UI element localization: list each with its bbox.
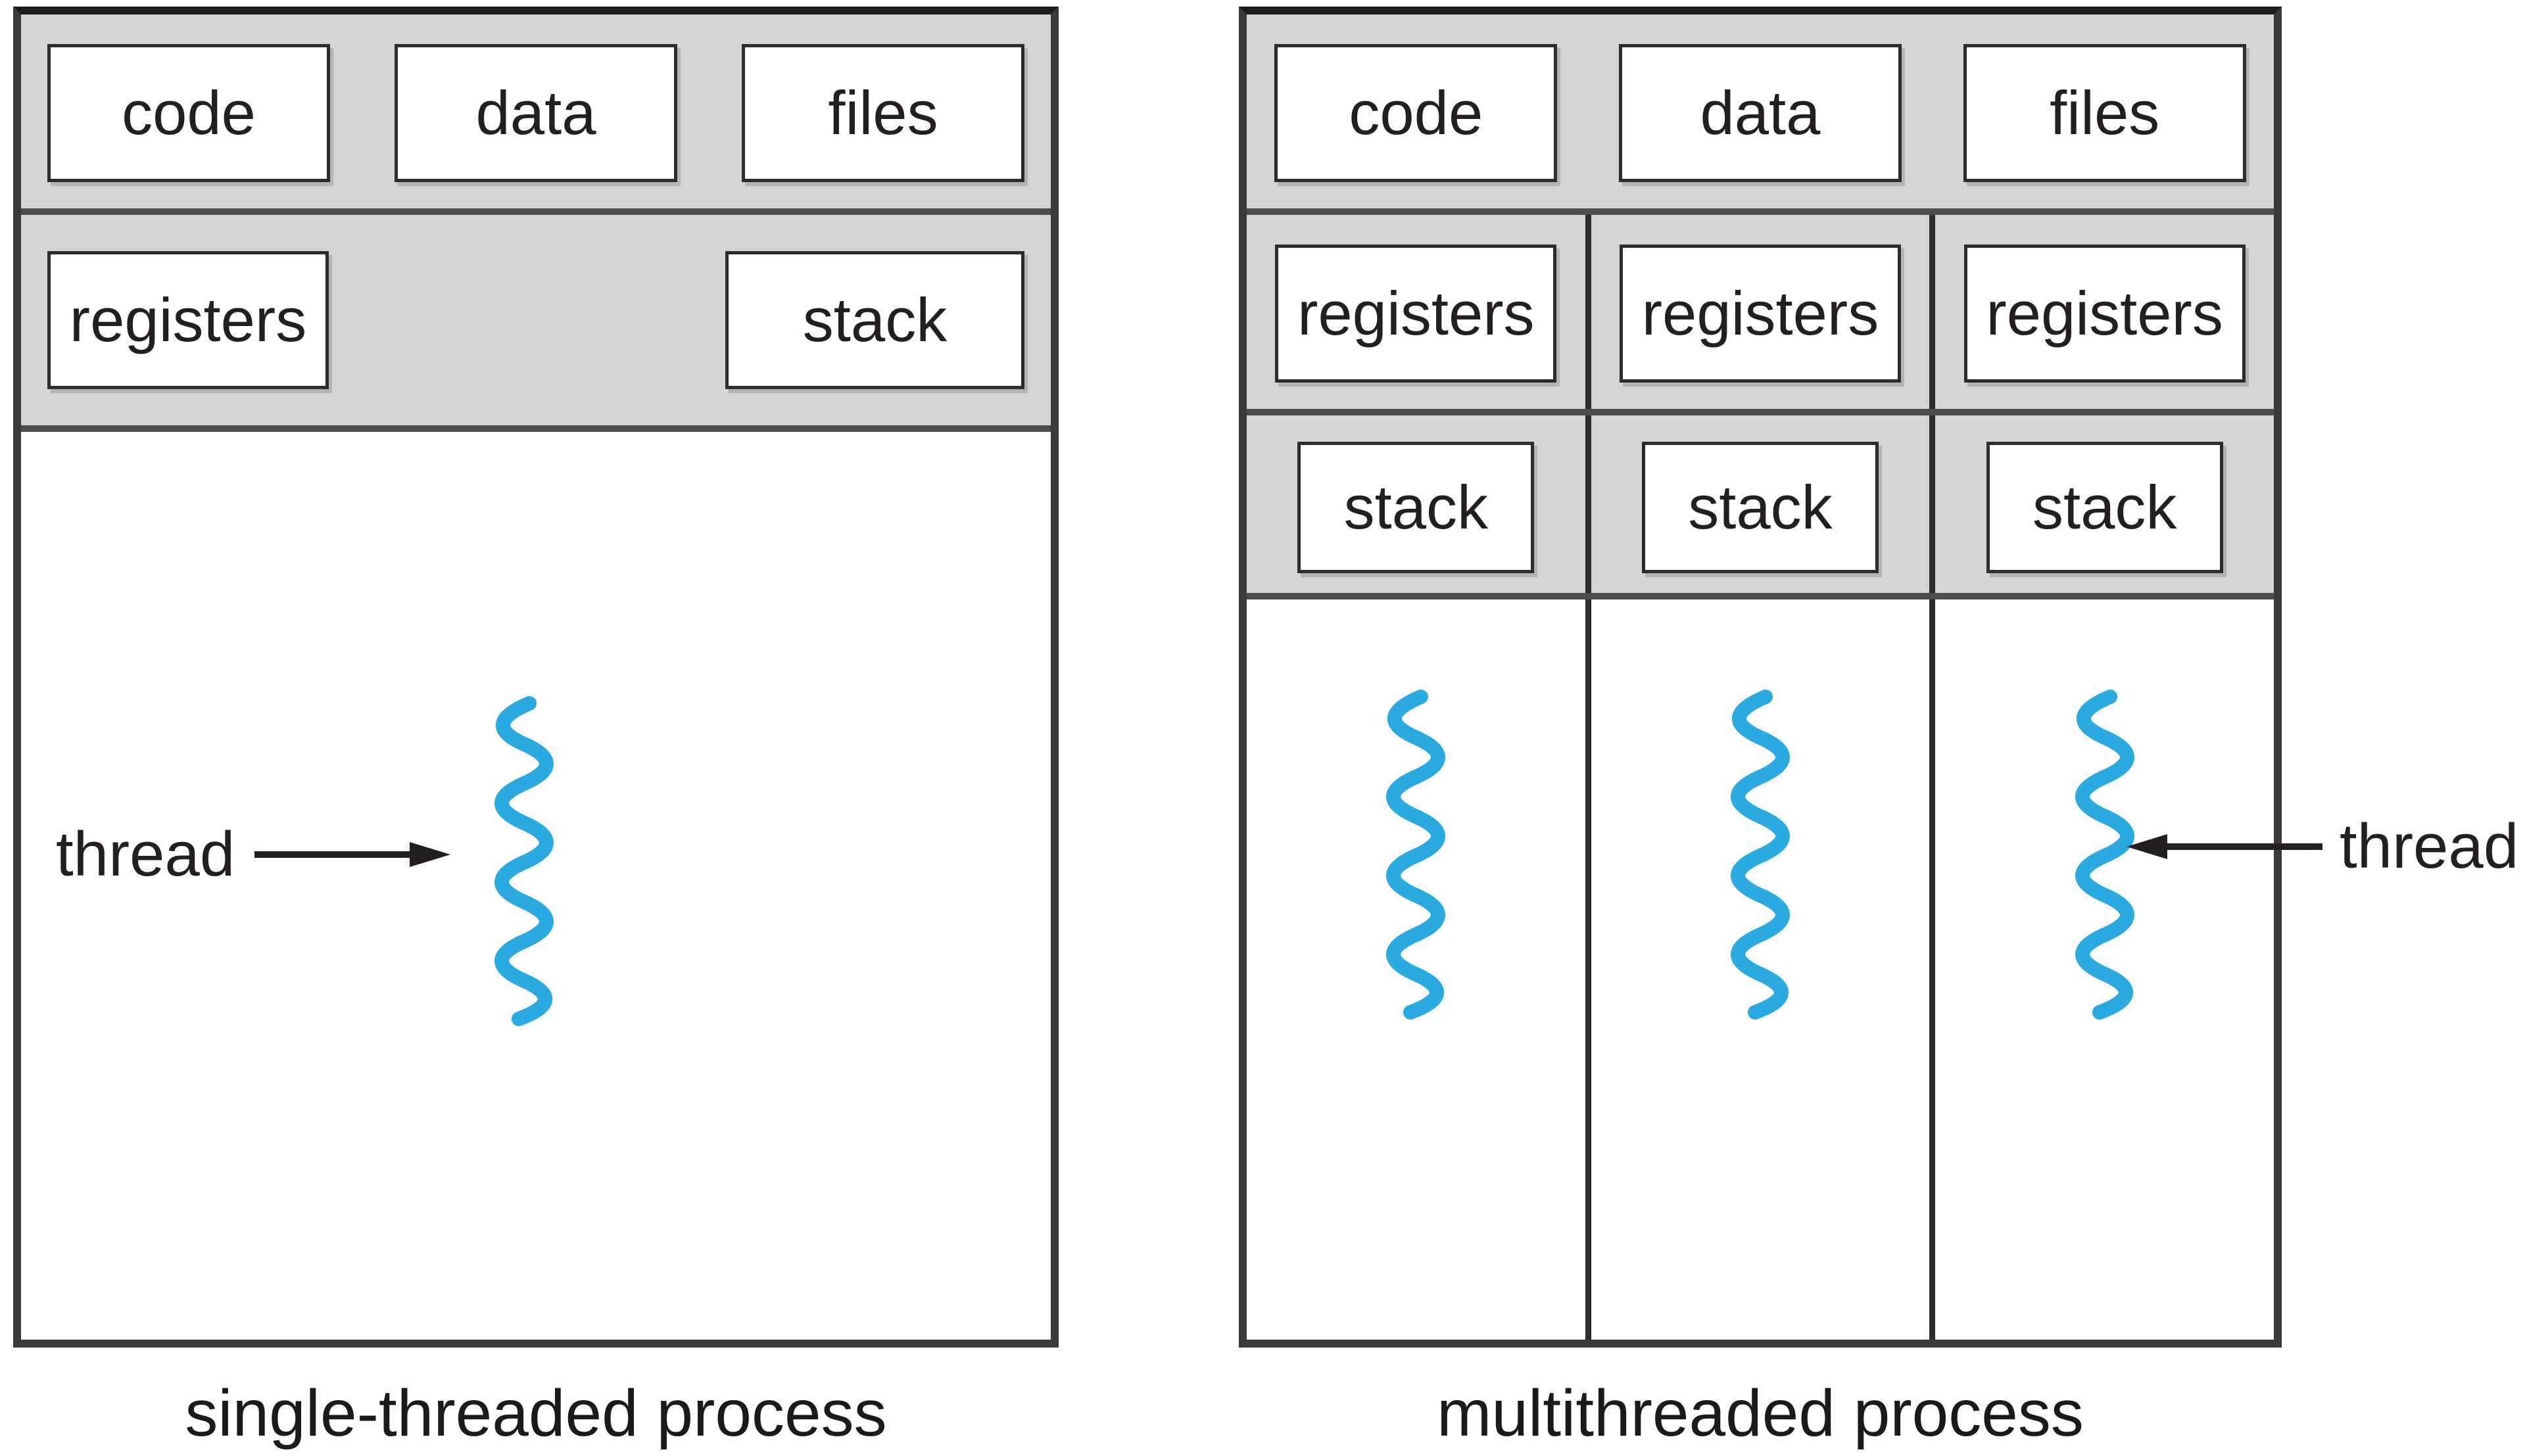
registers-box-label: registers — [1641, 279, 1879, 348]
code-box-label: code — [122, 78, 256, 147]
thread-squiggle-icon — [1731, 690, 1790, 1020]
thread-squiggle-icon — [1386, 690, 1446, 1020]
process-resources-band: code data files — [21, 14, 1051, 212]
stack-box-label: stack — [1343, 473, 1489, 542]
registers-box: registers — [47, 251, 329, 389]
single-threaded-process-panel: code data files registers stack — [13, 7, 1059, 1348]
band-divider-line — [21, 425, 1051, 432]
registers-box-label: registers — [1986, 279, 2223, 348]
stack-box: stack — [1297, 442, 1535, 573]
code-box: code — [47, 44, 330, 182]
files-box-label: files — [828, 78, 938, 147]
thread-arrow-right-icon — [254, 842, 451, 867]
thread-annotation-right: thread — [2125, 815, 2518, 878]
stack-box: stack — [1641, 442, 1879, 573]
code-box: code — [1274, 44, 1558, 182]
code-box-label: code — [1349, 78, 1483, 147]
data-box-label: data — [1700, 78, 1821, 147]
stack-box: stack — [1986, 442, 2223, 573]
stack-box-label: stack — [802, 285, 948, 354]
caption-single-threaded: single-threaded process — [185, 1376, 887, 1450]
thread-squiggle-icon — [2075, 690, 2134, 1020]
thread-label: thread — [2340, 811, 2519, 881]
data-box-label: data — [475, 78, 596, 147]
files-box-label: files — [2050, 78, 2160, 147]
registers-box-label: registers — [69, 285, 307, 354]
stack-box: stack — [725, 251, 1024, 389]
thread2-registers-cell: registers — [1591, 212, 1930, 415]
thread2-lane — [1591, 599, 1930, 1340]
files-box: files — [1963, 44, 2246, 182]
stack-box-label: stack — [1688, 473, 1833, 542]
data-box: data — [1618, 44, 1902, 182]
thread-label: thread — [56, 819, 235, 889]
thread1-stack-cell: stack — [1247, 415, 1585, 599]
thread3-stack-cell: stack — [1935, 415, 2274, 599]
band-divider-line — [1247, 208, 2274, 215]
multithreaded-grid: code data files registers registers — [1247, 14, 2274, 1340]
stack-box-label: stack — [2032, 473, 2177, 542]
thread-arrow-left-icon — [2127, 834, 2322, 859]
files-box: files — [742, 44, 1024, 182]
thread3-registers-cell: registers — [1935, 212, 2274, 415]
band-divider-line — [1247, 593, 2274, 599]
registers-box: registers — [1619, 245, 1901, 383]
data-box: data — [395, 44, 677, 182]
process-resources-band: code data files — [1247, 14, 2274, 212]
thread1-lane — [1247, 599, 1585, 1340]
thread-annotation-left: thread — [56, 823, 452, 886]
band-divider-line — [1247, 409, 2274, 415]
band-divider-line — [21, 208, 1051, 215]
caption-multithreaded: multithreaded process — [1437, 1376, 2084, 1450]
registers-box: registers — [1963, 245, 2246, 383]
thread2-stack-cell: stack — [1591, 415, 1930, 599]
registers-box: registers — [1275, 245, 1557, 383]
thread-context-band: registers stack — [21, 212, 1051, 429]
thread1-registers-cell: registers — [1247, 212, 1585, 415]
multithreaded-process-panel: code data files registers registers — [1239, 7, 2282, 1348]
thread-squiggle-icon — [494, 696, 554, 1026]
thread3-lane — [1935, 599, 2274, 1340]
registers-box-label: registers — [1297, 279, 1535, 348]
